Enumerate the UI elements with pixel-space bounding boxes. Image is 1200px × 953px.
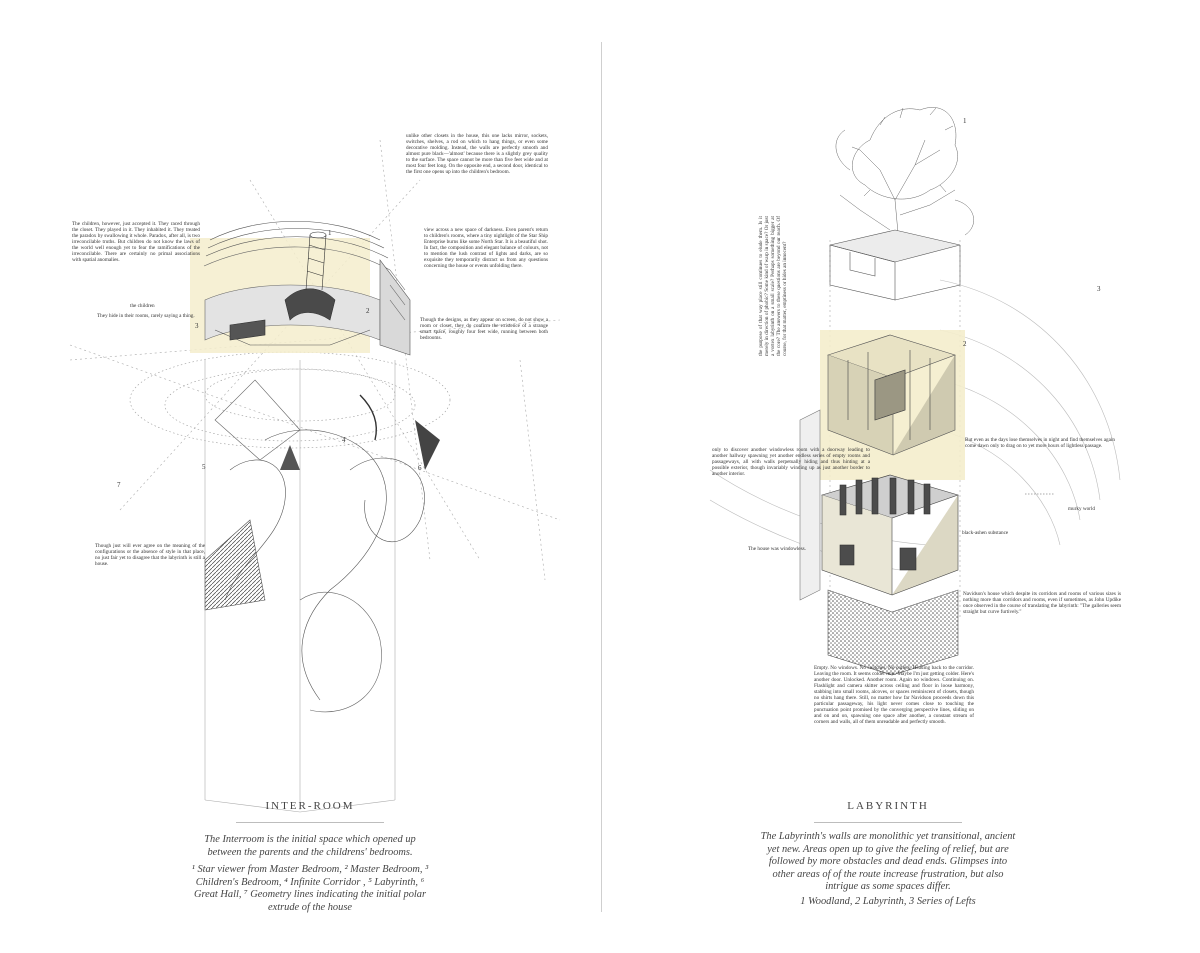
inter-room-drawing: [69, 139, 561, 813]
labyrinth-caption: The Labyrinth's walls are monolithic yet…: [760, 831, 1016, 893]
labyrinth-drawing: [709, 107, 1121, 676]
text-left-mid: only to discover another windowless room…: [712, 447, 870, 477]
label-7: 7: [117, 481, 121, 489]
text-navidson: Navidson's house which despite its corri…: [963, 591, 1121, 615]
text-bottom: Empty. No windows. No switches. No outle…: [814, 665, 974, 725]
label-5: 5: [202, 463, 206, 471]
text-right-mid: But even as the days lose themselves in …: [965, 437, 1115, 449]
text-bottom-left: Though just will ever agree on the meani…: [95, 543, 205, 567]
label-labyrinth: 2: [963, 340, 967, 348]
inter-room-rule: [236, 822, 384, 823]
text-top-right: unlike other closets in the house, this …: [406, 133, 548, 175]
text-children: the children: [130, 303, 155, 309]
panel-divider: [601, 42, 602, 912]
inter-room-title: INTER-ROOM: [265, 800, 355, 812]
text-children-hide: They hide in their rooms, rarely saying …: [97, 313, 195, 319]
label-4: 4: [342, 436, 346, 444]
text-lower-right: Though the designs, as they appear on sc…: [420, 317, 548, 341]
text-left-top: The children, however, just accepted it.…: [72, 221, 200, 263]
labyrinth-rule: [814, 822, 962, 823]
label-woodland: 1: [963, 117, 967, 125]
text-mid-right: view across a new space of darkness. Eve…: [424, 227, 548, 269]
label-1: 1: [328, 229, 332, 237]
text-windowless: The house was windowless.: [748, 546, 806, 552]
label-3: 3: [195, 322, 199, 330]
label-2: 2: [366, 307, 370, 315]
inter-room-caption: The Interroom is the initial space which…: [204, 834, 416, 858]
text-murky-world: murky world: [1068, 506, 1095, 512]
text-black-ashen: black-ashen substance: [962, 530, 1009, 536]
label-6: 6: [418, 464, 422, 472]
labyrinth-legend: 1 Woodland, 2 Labyrinth, 3 Series of Lef…: [800, 896, 976, 907]
text-vertical: the purpose of that way place still cont…: [758, 216, 788, 356]
label-series-of-lefts: 3: [1097, 285, 1101, 293]
inter-room-legend: ¹ Star viewer from Master Bedroom, ² Mas…: [191, 864, 429, 913]
labyrinth-title: LABYRINTH: [847, 800, 929, 812]
